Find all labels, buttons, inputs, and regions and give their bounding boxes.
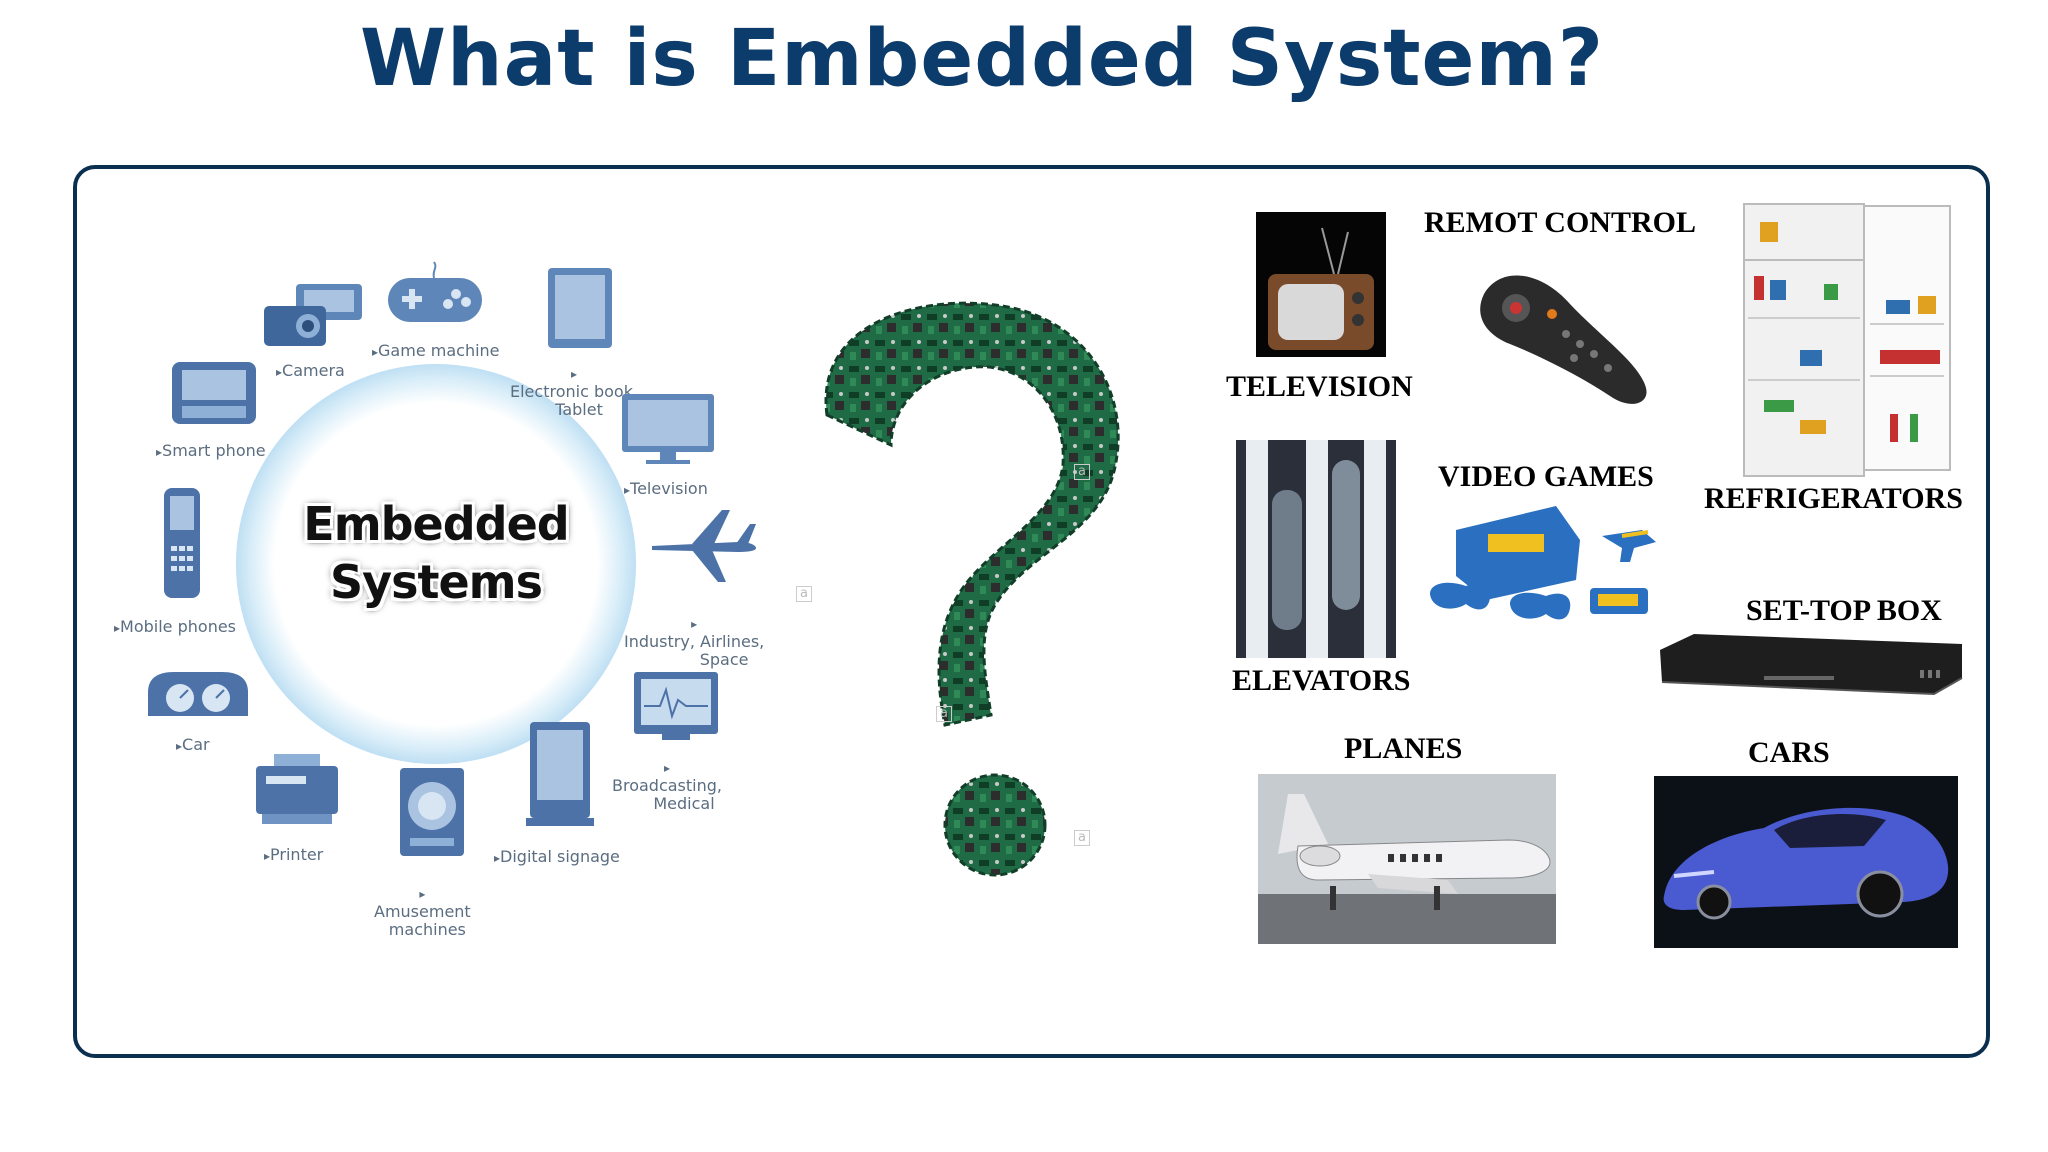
ebook-label-line1: Electronic book, xyxy=(510,382,639,401)
refrigerator-photo xyxy=(1743,203,1951,477)
amusement-label-line1: Amusement xyxy=(374,902,471,921)
broadcasting-label-line1: Broadcasting, xyxy=(612,776,722,795)
medical-monitor-icon xyxy=(634,672,718,740)
amusement-machine-icon xyxy=(400,768,464,856)
ebook-tablet-label: Electronic book, Tablet xyxy=(510,364,638,419)
television-icon xyxy=(622,394,714,464)
ring-center-title: Embedded Systems xyxy=(236,495,636,611)
cars-caption: CARS xyxy=(1748,736,1830,769)
video-games-photo xyxy=(1430,506,1656,620)
elevators-photo xyxy=(1236,440,1396,658)
ebook-label-line2: Tablet xyxy=(555,400,603,419)
game-controller-icon xyxy=(388,261,482,322)
printer-label: Printer xyxy=(264,846,323,865)
industry-label-line1: Industry, Airlines, xyxy=(624,632,765,651)
mobile-phone-icon xyxy=(164,488,200,598)
television-label: Television xyxy=(624,480,708,499)
camera-label: Camera xyxy=(276,362,345,381)
broadcasting-label-line2: Medical xyxy=(653,794,715,813)
mobile-phones-label: Mobile phones xyxy=(114,618,236,637)
circuit-question-mark-image xyxy=(824,301,1120,877)
remote-control-caption: REMOT CONTROL xyxy=(1424,206,1696,239)
page-title: What is Embedded System? xyxy=(360,14,1604,104)
watermark-mark: a xyxy=(1074,464,1090,480)
industry-label-line2: Space xyxy=(699,650,749,669)
smart-phone-label: Smart phone xyxy=(156,442,266,461)
watermark-mark: a xyxy=(1074,830,1090,846)
set-top-box-caption: SET-TOP BOX xyxy=(1746,594,1942,627)
watermark-mark: a xyxy=(936,706,952,722)
tablet-icon xyxy=(548,268,612,348)
printer-icon xyxy=(256,754,338,824)
amusement-label-line2: machines xyxy=(388,920,466,939)
camera-icon xyxy=(264,284,362,346)
ring-title-line2: Systems xyxy=(330,555,543,609)
airplane-icon xyxy=(652,510,756,582)
television-photo xyxy=(1256,212,1386,357)
watermark-mark: a xyxy=(796,586,812,602)
digital-signage-label: Digital signage xyxy=(494,848,620,867)
game-machine-label: Game machine xyxy=(372,342,499,361)
set-top-box-photo xyxy=(1660,634,1963,696)
digital-signage-icon xyxy=(526,722,594,826)
amusement-label: Amusement machines xyxy=(374,884,471,939)
elevators-caption: ELEVATORS xyxy=(1232,664,1411,697)
television-caption: TELEVISION xyxy=(1226,370,1413,403)
car-photo xyxy=(1654,776,1958,948)
video-games-caption: VIDEO GAMES xyxy=(1438,460,1654,493)
car-dashboard-icon xyxy=(148,672,248,716)
refrigerators-caption: REFRIGERATORS xyxy=(1704,482,1963,515)
industry-label: Industry, Airlines, Space xyxy=(624,614,764,669)
embedded-systems-ring xyxy=(236,364,636,764)
remote-control-photo xyxy=(1480,275,1647,404)
smart-phone-icon xyxy=(172,362,256,424)
planes-caption: PLANES xyxy=(1344,732,1463,765)
car-label: Car xyxy=(176,736,210,755)
broadcasting-label: Broadcasting, Medical xyxy=(612,758,722,813)
ring-title-line1: Embedded xyxy=(303,497,569,551)
plane-photo xyxy=(1258,774,1556,944)
